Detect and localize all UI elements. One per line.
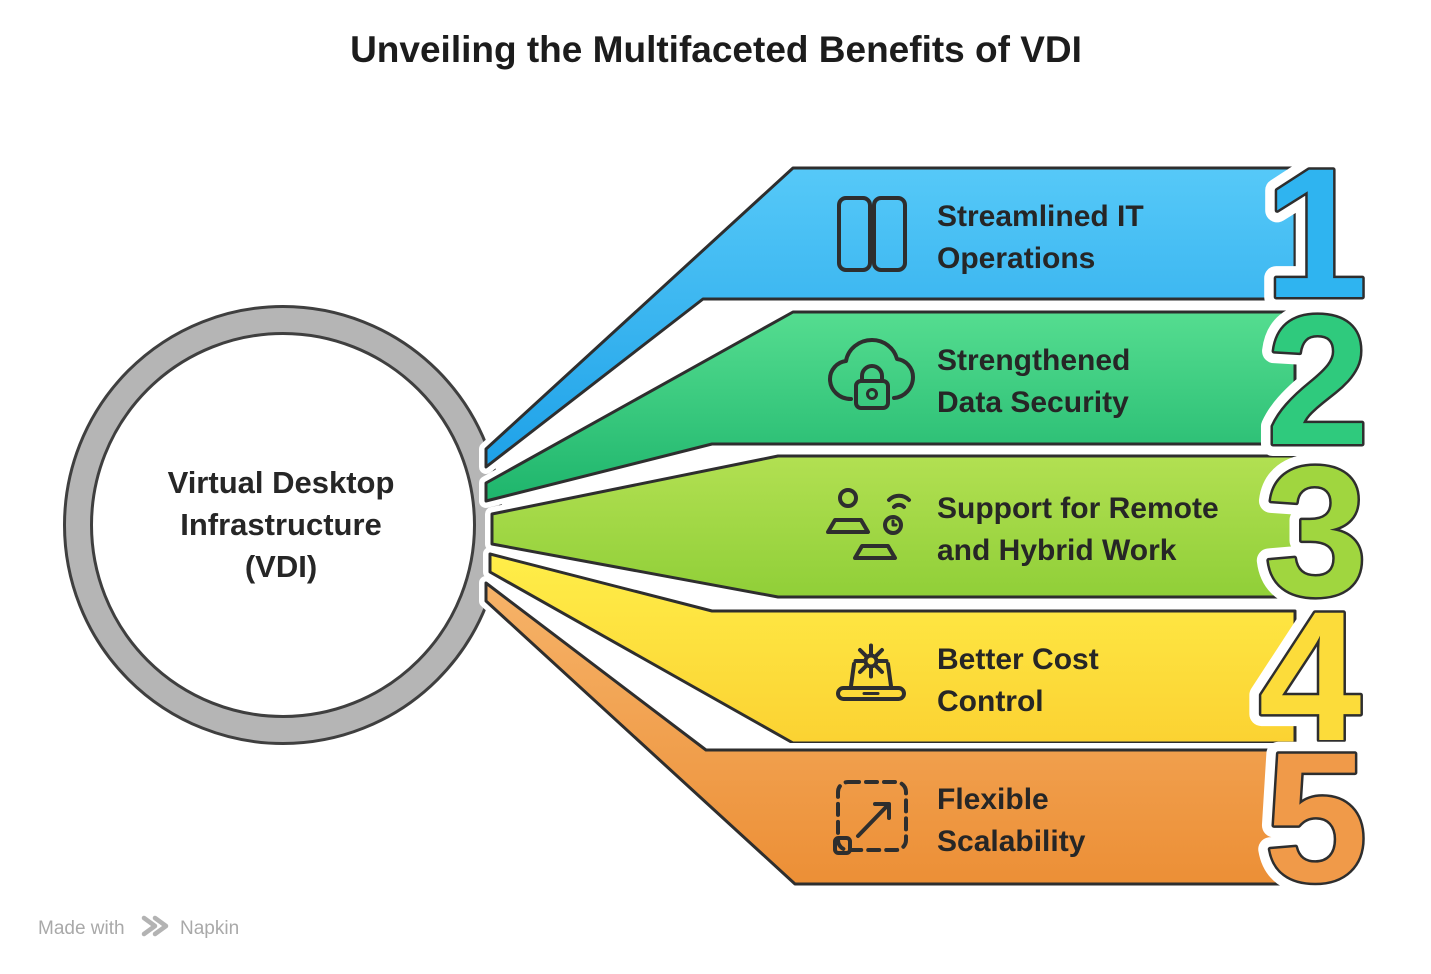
laptop-gear-icon [836,643,906,701]
benefit-2-label-line2: Data Security [937,386,1129,419]
benefit-4-label-line2: Control [937,685,1044,718]
split-window-icon [837,196,907,272]
benefit-labels: Streamlined IT Operations Strengthened D… [937,200,1219,858]
vdi-label-line2: Infrastructure [180,507,382,542]
page-title: Unveiling the Multifaceted Benefits of V… [350,29,1082,70]
benefit-3-label-line1: Support for Remote [937,492,1219,525]
benefit-number-1: 1 [1265,131,1368,337]
cloud-lock-icon [828,338,915,410]
benefit-number-2-casing: 2 [1267,278,1370,484]
benefit-number-2: 2 [1267,278,1370,484]
napkin-logo-icon [141,915,169,937]
benefit-1-label-line2: Operations [937,242,1095,275]
benefit-number-4: 4 [1259,574,1362,780]
benefit-number-3: 3 [1265,429,1368,635]
benefit-number-4-casing: 4 [1259,574,1362,780]
expand-arrows-icon [833,780,908,855]
benefit-ribbon-5 [484,581,1297,886]
benefit-number-5-casing: 5 [1265,715,1368,921]
benefit-2-label-line1: Strengthened [937,344,1130,377]
benefit-ribbon-2 [484,310,1297,503]
benefit-numbers: 1 1 2 2 3 3 4 4 5 5 [1247,119,1382,933]
vdi-circle-label: Virtual Desktop Infrastructure (VDI) [168,465,395,584]
benefit-number-5: 5 [1265,715,1368,921]
benefit-number-1-casing: 1 [1265,131,1368,337]
vdi-circle-inner [90,332,476,718]
vdi-label-line3: (VDI) [245,549,317,584]
benefit-3-label-line2: and Hybrid Work [937,534,1177,567]
benefit-1-label-line1: Streamlined IT [937,200,1144,233]
napkin-brand: Napkin [180,918,239,939]
made-with-text: Made with [38,918,125,939]
remote-hybrid-work-icon [826,488,911,560]
vdi-circle [63,305,503,745]
benefit-ribbon-1 [484,166,1297,469]
benefit-5-label-line2: Scalability [937,825,1086,858]
footer: Made with Napkin [38,915,239,939]
benefit-5-label-line1: Flexible [937,783,1049,816]
benefit-number-3-casing: 3 [1265,429,1368,635]
vdi-label-line1: Virtual Desktop [168,465,395,500]
benefit-4-label-line1: Better Cost [937,643,1099,676]
